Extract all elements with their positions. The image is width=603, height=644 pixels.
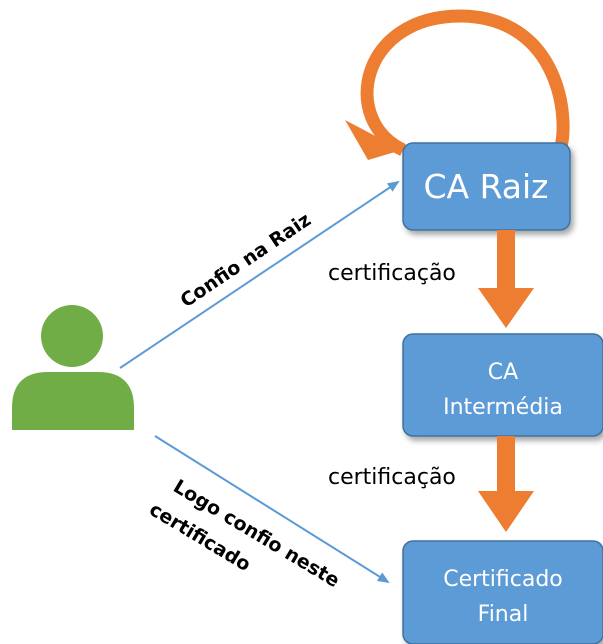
certification-arrow-1 bbox=[478, 230, 534, 328]
root-ca-node: CA Raiz bbox=[402, 142, 571, 231]
final-certificate-label-line2: Final bbox=[478, 602, 529, 627]
trust-final-line bbox=[154, 435, 390, 584]
trust-root-label: Confio na Raiz bbox=[176, 209, 315, 312]
intermediate-ca-label-line1: CA bbox=[488, 360, 518, 385]
intermediate-ca-node: CA Intermédia bbox=[402, 333, 603, 437]
intermediate-ca-label-line2: Intermédia bbox=[443, 395, 563, 420]
certification-arrow-2 bbox=[478, 436, 534, 532]
certification-label-1: certificação bbox=[328, 261, 456, 286]
self-trust-loop-arrow bbox=[345, 9, 570, 160]
trust-root-line bbox=[119, 180, 400, 369]
final-certificate-node: Certificado Final bbox=[402, 540, 603, 644]
certification-label-2: certificação bbox=[328, 465, 456, 490]
user-icon bbox=[12, 305, 134, 430]
root-ca-label: CA Raiz bbox=[423, 167, 548, 206]
final-certificate-label-line1: Certificado bbox=[443, 567, 563, 592]
